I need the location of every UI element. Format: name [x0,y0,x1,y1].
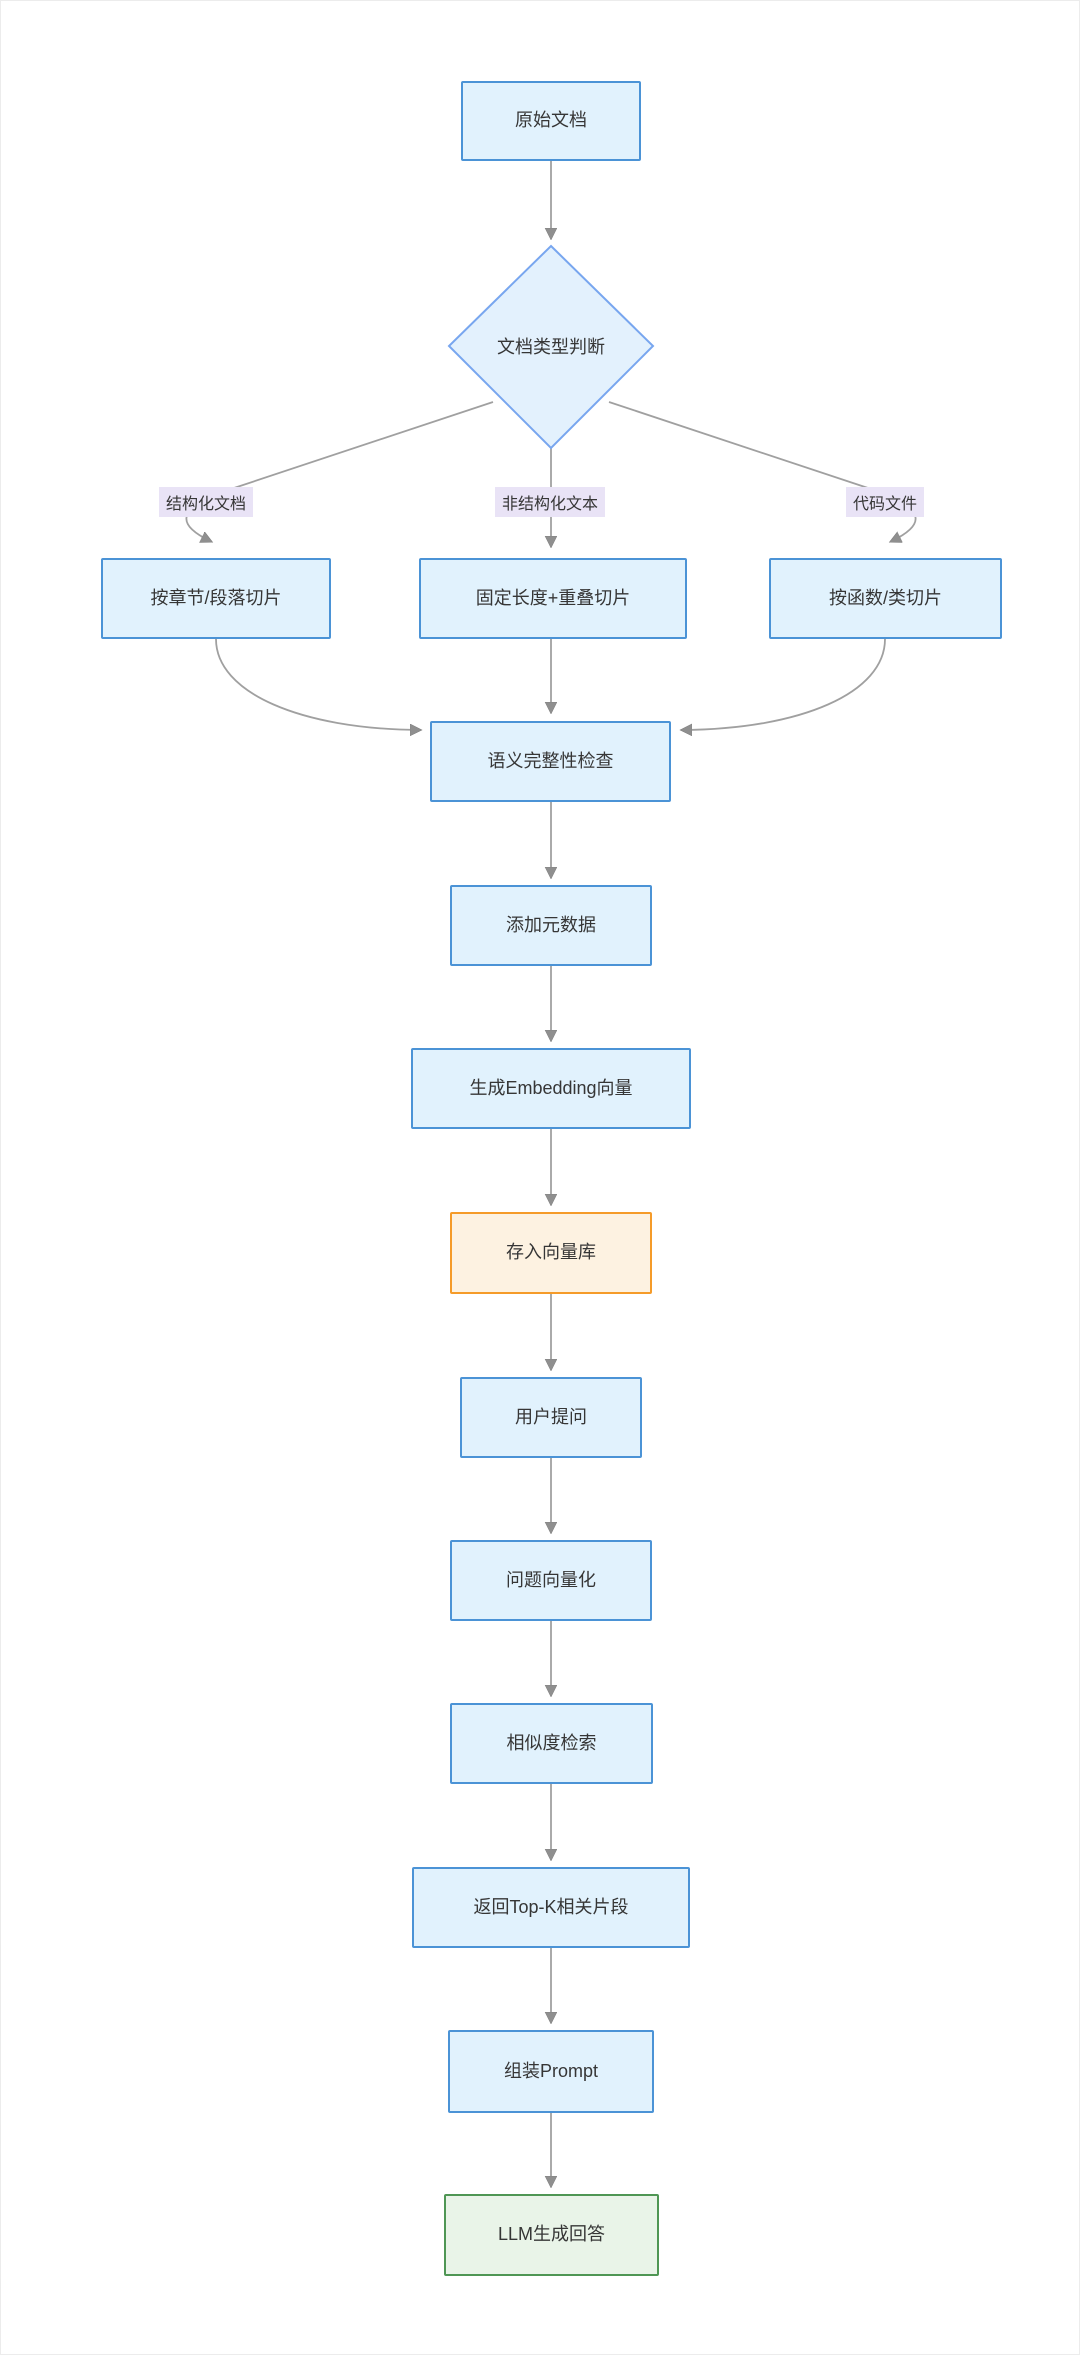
node-vector-store: 存入向量库 [450,1212,652,1294]
node-question-vectorize: 问题向量化 [450,1540,652,1621]
node-similarity-search: 相似度检索 [450,1703,653,1784]
edge-chapter-to-check [215,638,419,730]
node-topk-fragments: 返回Top-K相关片段 [412,1867,690,1948]
edge-decision-to-function [608,401,917,541]
edge-label-structured: 结构化文档 [158,487,254,517]
node-fixed-length-slice: 固定长度+重叠切片 [419,558,687,639]
node-user-question: 用户提问 [460,1377,642,1458]
edge-function-to-check [683,638,886,730]
node-chapter-slice: 按章节/段落切片 [101,558,331,639]
edge-label-unstructured: 非结构化文本 [494,487,606,517]
node-assemble-prompt: 组装Prompt [448,2030,654,2113]
node-add-metadata: 添加元数据 [450,885,652,966]
node-function-slice: 按函数/类切片 [769,558,1002,639]
node-generate-embedding: 生成Embedding向量 [411,1048,691,1129]
node-raw-document: 原始文档 [461,81,641,161]
edge-label-code-file: 代码文件 [845,487,925,517]
edge-decision-to-chapter [185,401,494,541]
node-semantic-check: 语义完整性检查 [430,721,671,802]
node-doc-type-decision-label: 文档类型判断 [497,337,605,357]
node-llm-answer: LLM生成回答 [444,2194,659,2276]
node-doc-type-decision-shape [447,244,655,450]
